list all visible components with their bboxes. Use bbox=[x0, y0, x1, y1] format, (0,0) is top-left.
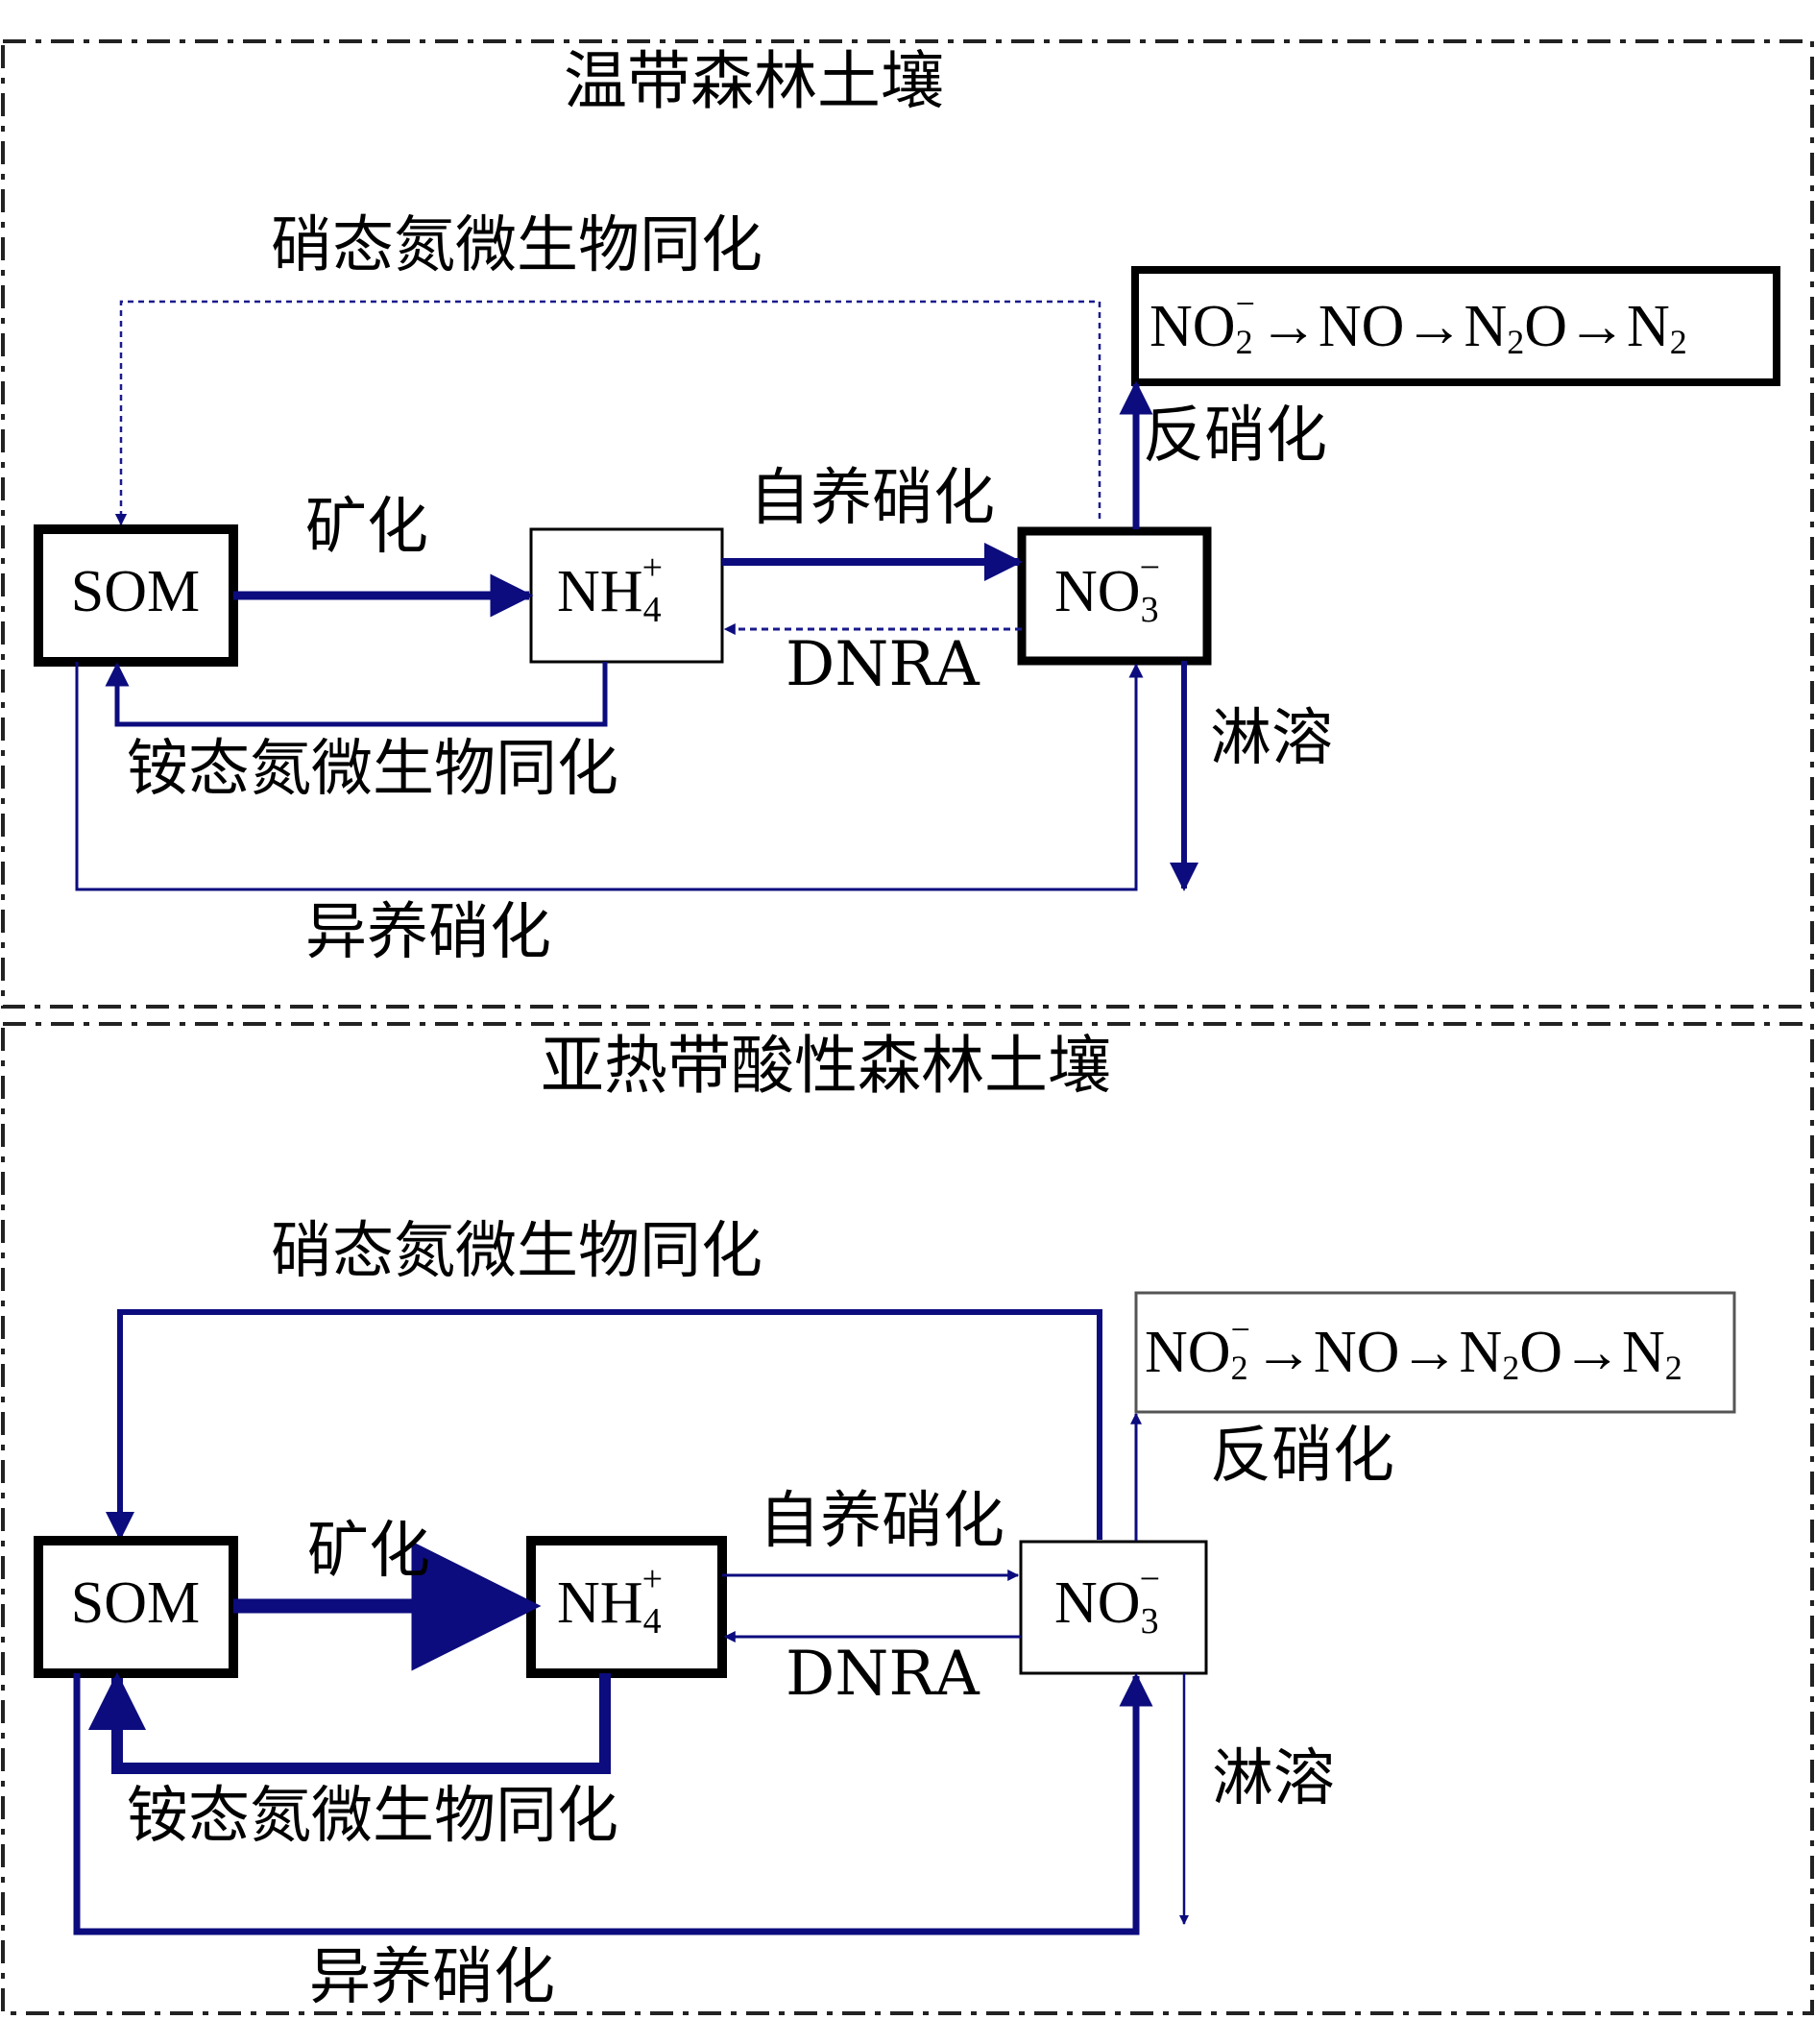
nitrate-assimilation-arrow bbox=[106, 1309, 1102, 1541]
denitrification-products-box bbox=[1131, 266, 1780, 386]
dnra-label: DNRA bbox=[786, 1639, 980, 1710]
ammonium-assimilation-arrow bbox=[88, 1672, 611, 1774]
no3-node-label: NO3− bbox=[1054, 1559, 1160, 1642]
no3-node bbox=[1019, 1540, 1208, 1675]
denitrification-chain: NO2−→NO→N2O→N2 bbox=[1145, 1310, 1682, 1387]
dnra-label: DNRA bbox=[786, 629, 980, 700]
panel-frame bbox=[1, 1022, 1814, 2015]
nitrate-assimilation-arrow bbox=[114, 300, 1101, 526]
denitrification-products-box bbox=[1134, 1291, 1736, 1414]
no3-node-label: NO3− bbox=[1054, 548, 1160, 630]
nh4-node bbox=[526, 1536, 727, 1678]
mineralization-label: 矿化 bbox=[307, 1516, 430, 1587]
autotrophic-nitrification-label: 自养硝化 bbox=[749, 463, 995, 534]
autotrophic-nitrification-label: 自养硝化 bbox=[759, 1486, 1004, 1557]
leaching-label: 淋溶 bbox=[1210, 703, 1333, 774]
heterotrophic-nitrification-arrow bbox=[75, 662, 1144, 891]
denitrification-label: 反硝化 bbox=[1143, 401, 1327, 472]
som-node-label: SOM bbox=[71, 559, 200, 624]
nh4-node bbox=[529, 527, 724, 664]
ammonium-assimilation-label: 铵态氮微生物同化 bbox=[127, 1781, 618, 1852]
nitrate-assimilation-label: 硝态氮微生物同化 bbox=[271, 210, 762, 281]
nh4-node-label: NH4+ bbox=[557, 548, 663, 630]
panel-temperate: 温带森林土壤 硝态氮微生物同化 SOM NH4+ NO3− NO2−→NO→N2… bbox=[1, 39, 1814, 1009]
no3-node bbox=[1017, 526, 1212, 666]
mineralization-label: 矿化 bbox=[305, 492, 428, 563]
heterotrophic-nitrification-label: 异养硝化 bbox=[309, 1942, 555, 2013]
som-node bbox=[34, 1536, 238, 1678]
nitrate-assimilation-label: 硝态氮微生物同化 bbox=[271, 1216, 762, 1287]
nh4-node-label: NH4+ bbox=[557, 1559, 663, 1642]
som-node-label: SOM bbox=[71, 1570, 200, 1636]
panel-title: 亚热带酸性森林土壤 bbox=[541, 1029, 1111, 1103]
leaching-label: 淋溶 bbox=[1212, 1743, 1335, 1814]
denitrification-label: 反硝化 bbox=[1210, 1421, 1394, 1492]
panel-subtropical-acidic: 亚热带酸性森林土壤 硝态氮微生物同化 SOM NH4+ NO3− NO2−→NO… bbox=[1, 1022, 1814, 2015]
ammonium-assimilation-label: 铵态氮微生物同化 bbox=[127, 734, 618, 805]
heterotrophic-nitrification-arrow bbox=[73, 1672, 1153, 1935]
denitrification-chain: NO2−→NO→N2O→N2 bbox=[1150, 284, 1687, 361]
ammonium-assimilation-arrow bbox=[105, 662, 608, 727]
panel-title: 温带森林土壤 bbox=[564, 44, 944, 118]
panel-frame bbox=[1, 39, 1814, 1009]
heterotrophic-nitrification-label: 异养硝化 bbox=[305, 897, 551, 968]
